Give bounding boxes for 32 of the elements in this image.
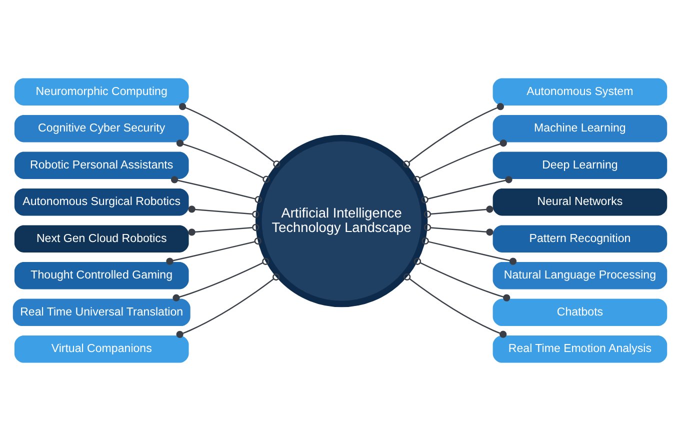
connector bbox=[178, 102, 280, 168]
node-box: Thought Controlled Gaming bbox=[14, 262, 189, 290]
connector bbox=[402, 103, 504, 168]
node-box: Chatbots bbox=[492, 298, 668, 326]
connector bbox=[188, 206, 260, 218]
connector bbox=[176, 273, 280, 338]
connector bbox=[170, 176, 262, 204]
node-box: Deep Learning bbox=[492, 152, 668, 180]
node-box: Autonomous System bbox=[492, 78, 668, 106]
connector bbox=[172, 258, 270, 302]
connector bbox=[188, 224, 260, 236]
node-box: Next Gen Cloud Robotics bbox=[14, 225, 189, 253]
node-box: Cognitive Cyber Security bbox=[14, 114, 189, 142]
connector bbox=[404, 273, 507, 338]
node-box: Neuromorphic Computing bbox=[14, 78, 189, 106]
node-box: Natural Language Processing bbox=[492, 262, 668, 290]
connector bbox=[424, 206, 494, 218]
connector bbox=[424, 224, 494, 236]
node-box: Autonomous Surgical Robotics bbox=[14, 188, 189, 216]
node-box: Real Time Universal Translation bbox=[12, 298, 190, 326]
node-box: Pattern Recognition bbox=[492, 225, 668, 253]
connector bbox=[166, 237, 262, 265]
connector bbox=[422, 237, 517, 265]
connector bbox=[176, 140, 270, 183]
node-box: Virtual Companions bbox=[14, 336, 189, 363]
node-box: Real Time Emotion Analysis bbox=[492, 336, 668, 363]
node-box: Machine Learning bbox=[492, 114, 668, 142]
connector bbox=[414, 258, 510, 302]
node-box: Robotic Personal Assistants bbox=[14, 152, 189, 180]
node-box: Neural Networks bbox=[492, 188, 668, 216]
connector bbox=[413, 140, 507, 183]
connector bbox=[421, 176, 512, 204]
